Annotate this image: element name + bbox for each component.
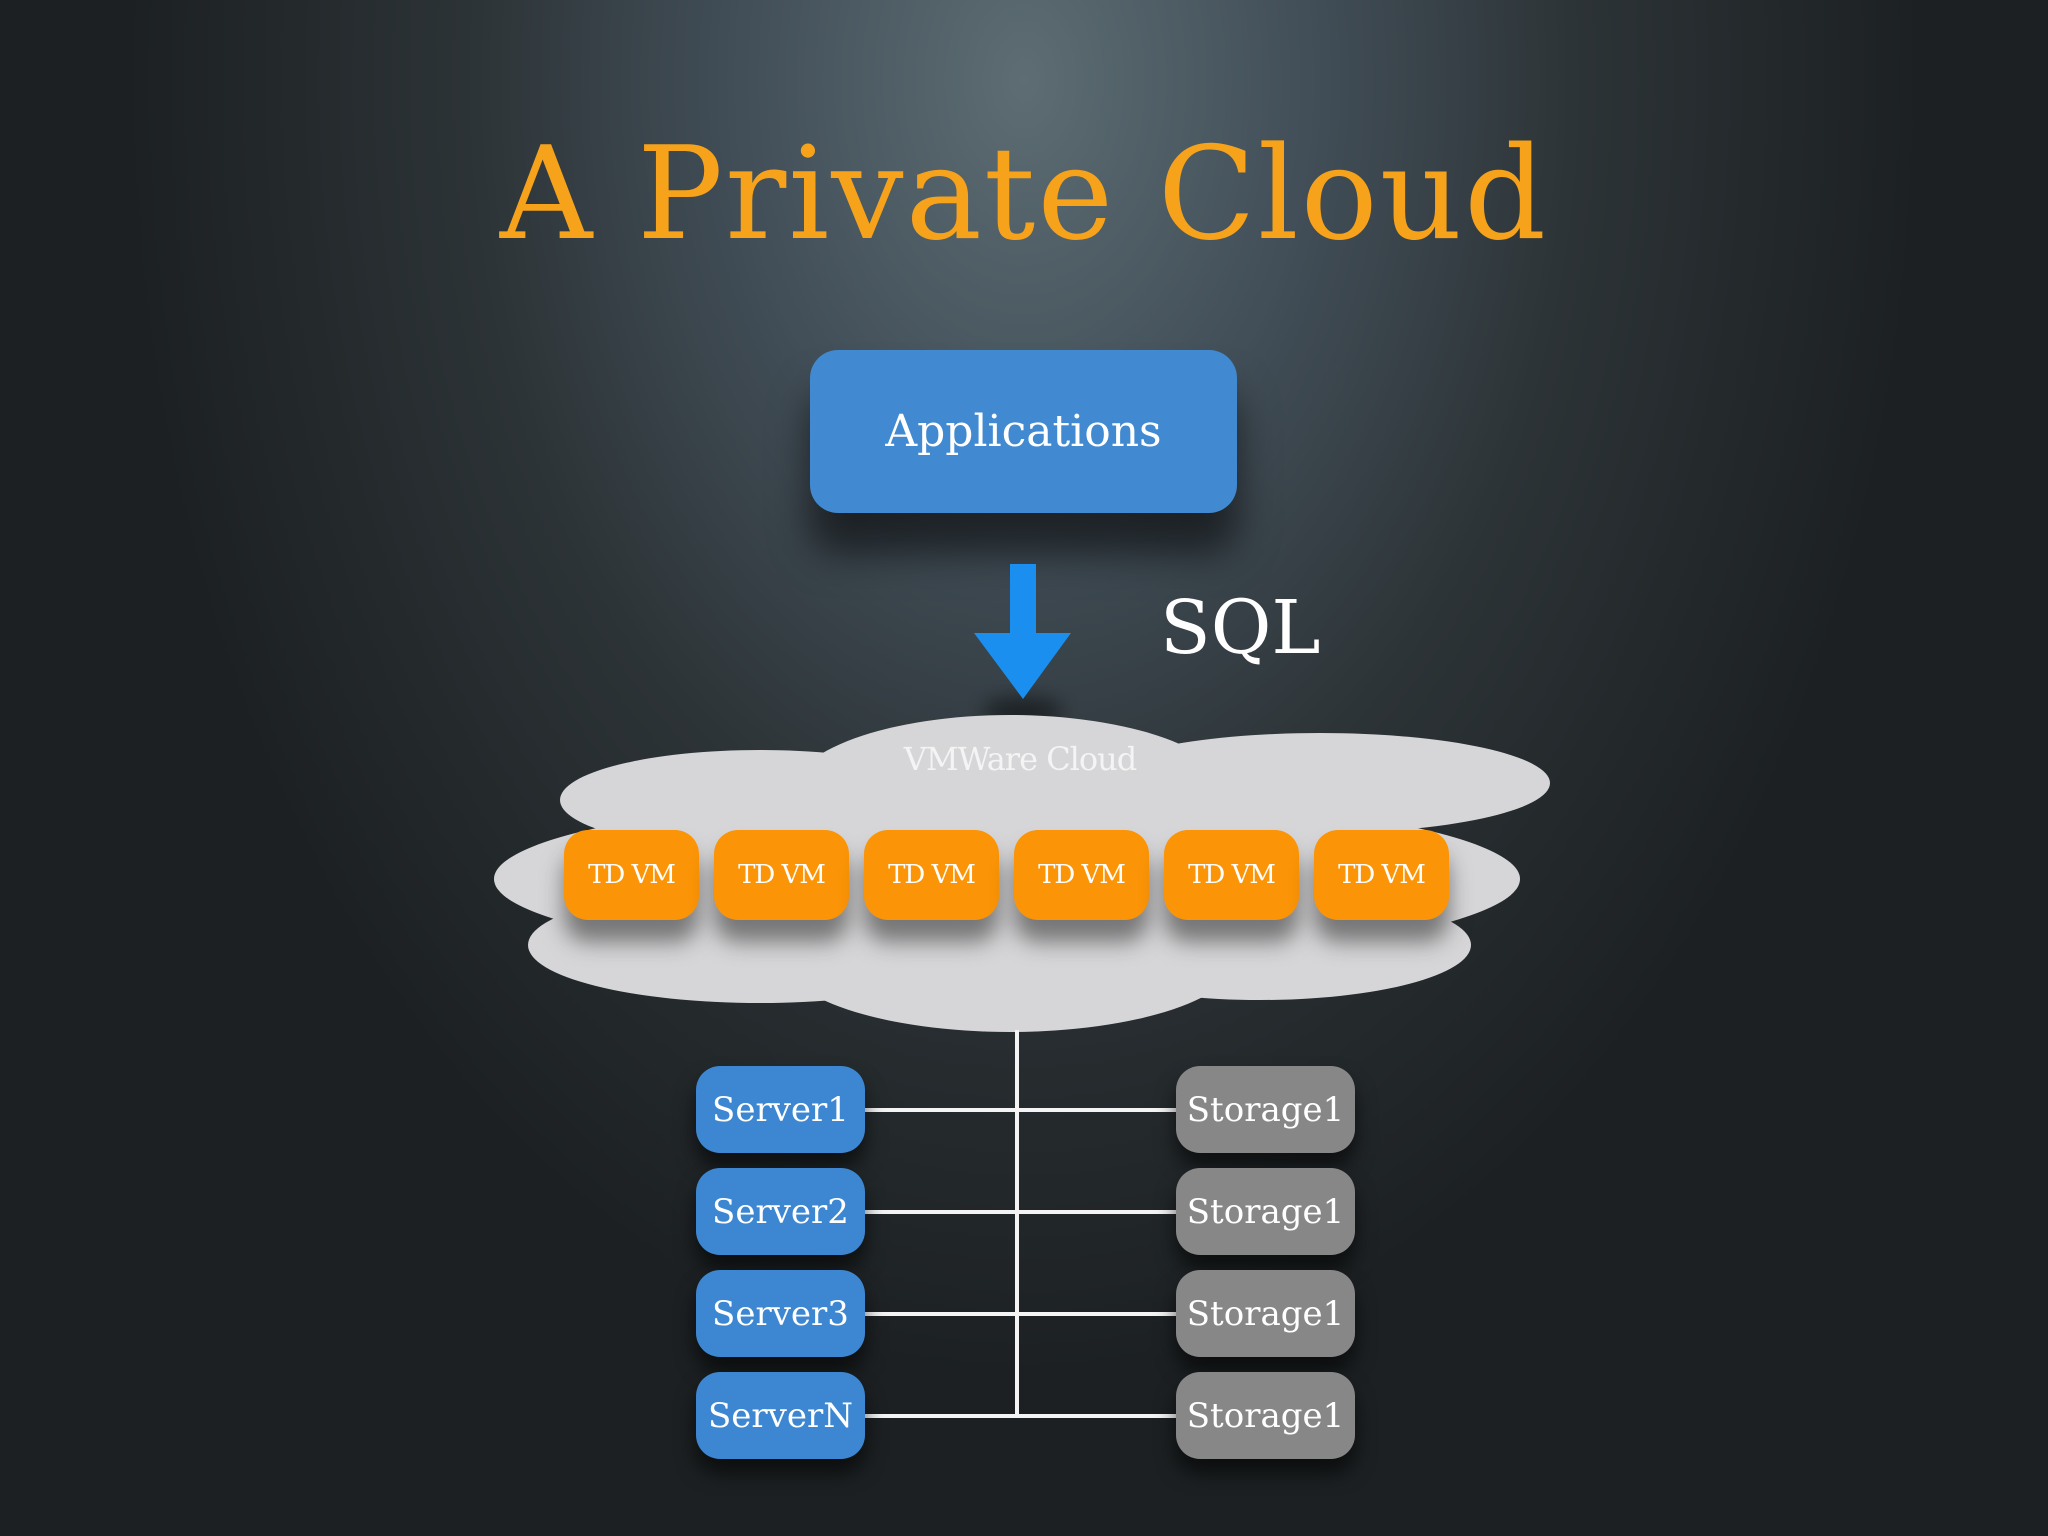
sql-label: SQL [1160,585,1321,671]
connector-line [865,1210,1176,1214]
storage-box: Storage1 [1176,1372,1355,1459]
storage-label: Storage1 [1186,1089,1345,1130]
storage-box: Storage1 [1176,1066,1355,1153]
applications-box: Applications [810,350,1237,513]
connector-line [865,1414,1176,1418]
td-vm-box: TD VM [714,830,849,920]
storage-box: Storage1 [1176,1168,1355,1255]
td-vm-label: TD VM [588,860,676,890]
storage-label: Storage1 [1186,1191,1345,1232]
server-label: ServerN [708,1395,853,1436]
vmware-cloud-label: VMWare Cloud [903,740,1138,778]
td-vm-box: TD VM [864,830,999,920]
td-vm-box: TD VM [1314,830,1449,920]
slide-title: A Private Cloud [499,120,1549,269]
server-box: ServerN [696,1372,865,1459]
server-box: Server3 [696,1270,865,1357]
td-vm-box: TD VM [564,830,699,920]
connector-line [865,1312,1176,1316]
network-backbone-line [1015,1030,1019,1418]
storage-label: Storage1 [1186,1395,1345,1436]
server-box: Server2 [696,1168,865,1255]
td-vm-label: TD VM [888,860,976,890]
server-label: Server2 [712,1191,849,1232]
td-vm-label: TD VM [1338,860,1426,890]
storage-label: Storage1 [1186,1293,1345,1334]
server-label: Server1 [712,1089,849,1130]
applications-label: Applications [885,406,1162,457]
td-vm-box: TD VM [1164,830,1299,920]
connector-line [865,1108,1176,1112]
server-box: Server1 [696,1066,865,1153]
storage-box: Storage1 [1176,1270,1355,1357]
server-label: Server3 [712,1293,849,1334]
td-vm-box: TD VM [1014,830,1149,920]
td-vm-label: TD VM [1188,860,1276,890]
td-vm-label: TD VM [1038,860,1126,890]
td-vm-label: TD VM [738,860,826,890]
